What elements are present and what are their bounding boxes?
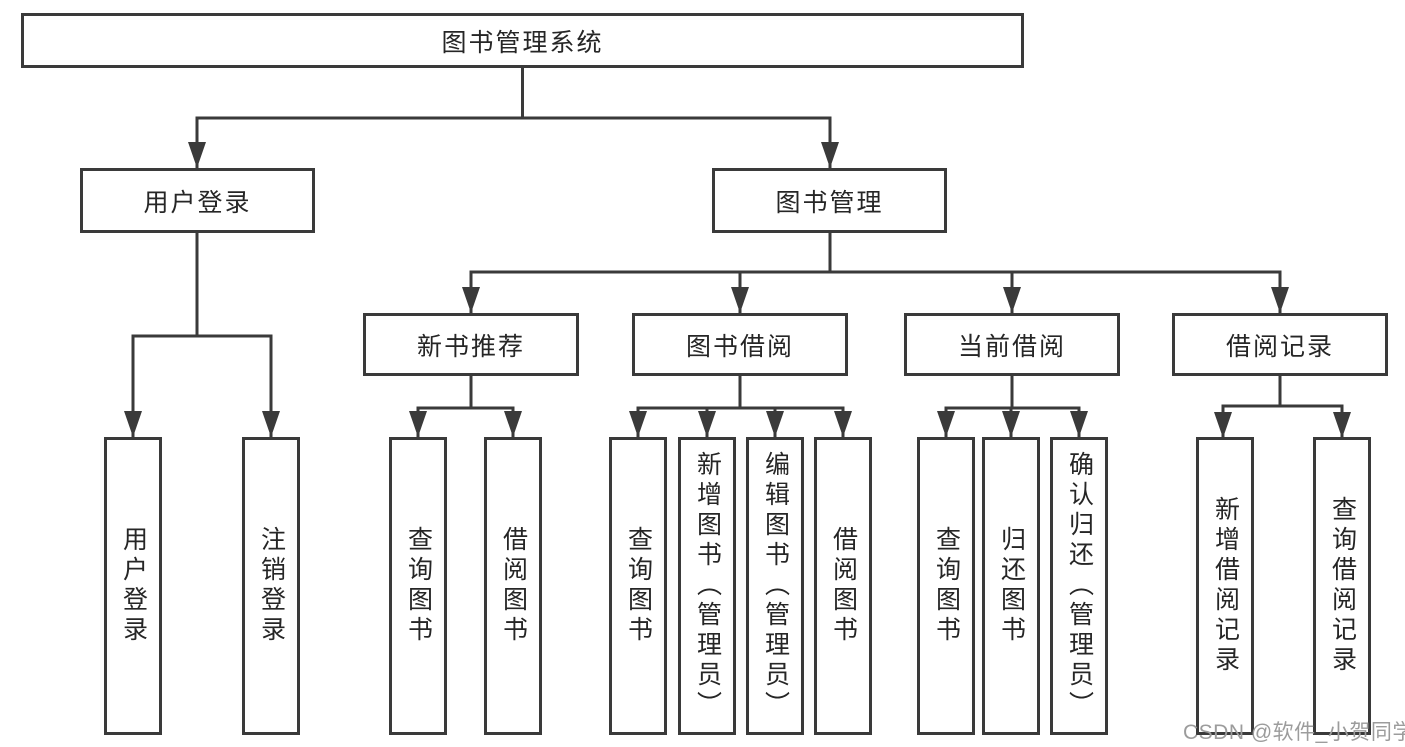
node-user-login: 用户登录	[80, 168, 315, 233]
leaf-borrow-borrow-books: 借阅图书	[814, 437, 872, 735]
leaf-borrow-edit-books-admin: 编辑图书（管理员）	[746, 437, 804, 735]
node-root-system: 图书管理系统	[21, 13, 1024, 68]
csdn-watermark: CSDN @软件_小贺同学	[1183, 721, 1405, 744]
connector-trunk-lines	[131, 66, 1344, 410]
node-book-borrow: 图书借阅	[632, 313, 848, 376]
leaf-recommend-query-books: 查询图书	[389, 437, 447, 735]
node-current-borrow: 当前借阅	[904, 313, 1120, 376]
leaf-borrow-query-books: 查询图书	[609, 437, 667, 735]
leaf-recommend-borrow-books: 借阅图书	[484, 437, 542, 735]
leaf-logout: 注销登录	[242, 437, 300, 735]
leaf-borrow-add-books-admin: 新增图书（管理员）	[678, 437, 736, 735]
leaf-records-query-record: 查询借阅记录	[1313, 437, 1371, 735]
connector-arrows	[124, 118, 1351, 438]
node-borrow-records: 借阅记录	[1172, 313, 1388, 376]
node-book-management: 图书管理	[712, 168, 947, 233]
leaf-current-confirm-return-admin: 确认归还（管理员）	[1050, 437, 1108, 735]
leaf-current-query-books: 查询图书	[917, 437, 975, 735]
leaf-records-add-record: 新增借阅记录	[1196, 437, 1254, 735]
node-new-book-recommend: 新书推荐	[363, 313, 579, 376]
leaf-current-return-books: 归还图书	[982, 437, 1040, 735]
leaf-user-login: 用户登录	[104, 437, 162, 735]
